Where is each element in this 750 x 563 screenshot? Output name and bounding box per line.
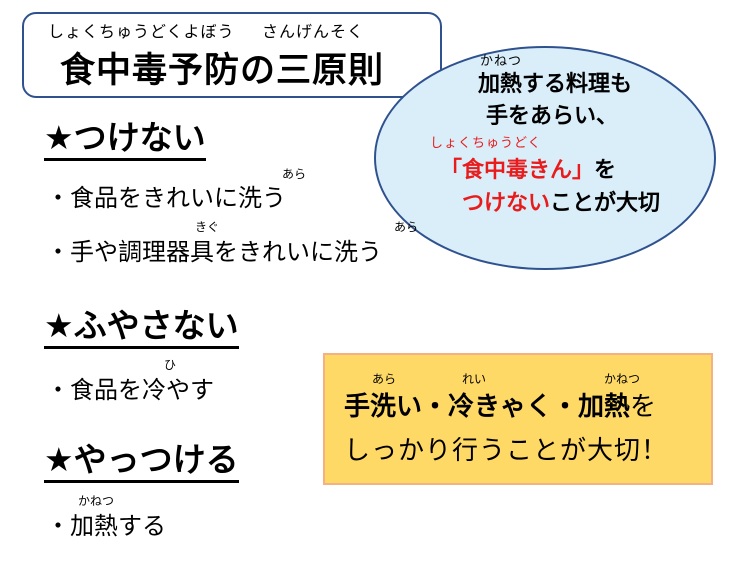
item-ruby: きぐ <box>195 220 220 234</box>
callout-line-4-rest: ことが大切 <box>550 191 661 216</box>
section-heading-fuyasanai: ★ふやさない <box>44 306 239 349</box>
callout-line-3-rest: を <box>594 158 617 183</box>
list-item: ・加熱する <box>46 512 166 540</box>
section-heading-tsukenai: ★つけない <box>44 118 206 161</box>
callout-ruby-shokuchudoku: しょくちゅうどく <box>430 136 542 151</box>
note-line-1-rest: を <box>630 392 657 422</box>
callout-line-4: つけないことが大切 <box>462 185 660 217</box>
page-title: 食中毒予防の三原則 <box>60 51 385 91</box>
title-ruby-reading: しょくちゅうどくよぼう <box>48 22 235 41</box>
callout-highlight-tsukenai: つけない <box>462 191 551 216</box>
list-item: ・食品をきれいに洗う <box>46 184 286 212</box>
note-bold-text: 手洗い・冷きゃく・加熱 <box>344 392 631 422</box>
note-line-2: しっかり行うことが大切！ <box>344 436 669 466</box>
note-box <box>323 353 713 485</box>
callout-line-3: 「食中毒きん」を <box>440 152 616 184</box>
note-line-1: 手洗い・冷きゃく・加熱を <box>344 386 656 423</box>
list-item: ・食品を冷やす <box>46 376 214 404</box>
note-ruby-ara: あら <box>372 372 397 386</box>
callout-line-2: 手をあらい、 <box>486 104 619 129</box>
item-ruby: かねつ <box>78 494 115 508</box>
item-ruby: あら <box>394 220 419 234</box>
note-ruby-kanetsu: かねつ <box>604 372 641 386</box>
title-box <box>22 12 442 98</box>
callout-ellipse <box>374 46 716 270</box>
callout-highlight-germs: 「食中毒きん」 <box>440 158 595 183</box>
note-ruby-rei: れい <box>462 372 487 386</box>
item-ruby: ひ <box>164 358 177 372</box>
title-ruby-reading-2: さんげんそく <box>262 22 365 41</box>
callout-line-1: 加熱する料理も <box>478 72 633 97</box>
section-heading-yattsukeru: ★やっつける <box>44 440 239 483</box>
item-ruby: あら <box>282 167 307 181</box>
list-item: ・手や調理器具をきれいに洗う <box>46 238 382 266</box>
callout-ruby-kanetsu: かねつ <box>480 54 523 69</box>
